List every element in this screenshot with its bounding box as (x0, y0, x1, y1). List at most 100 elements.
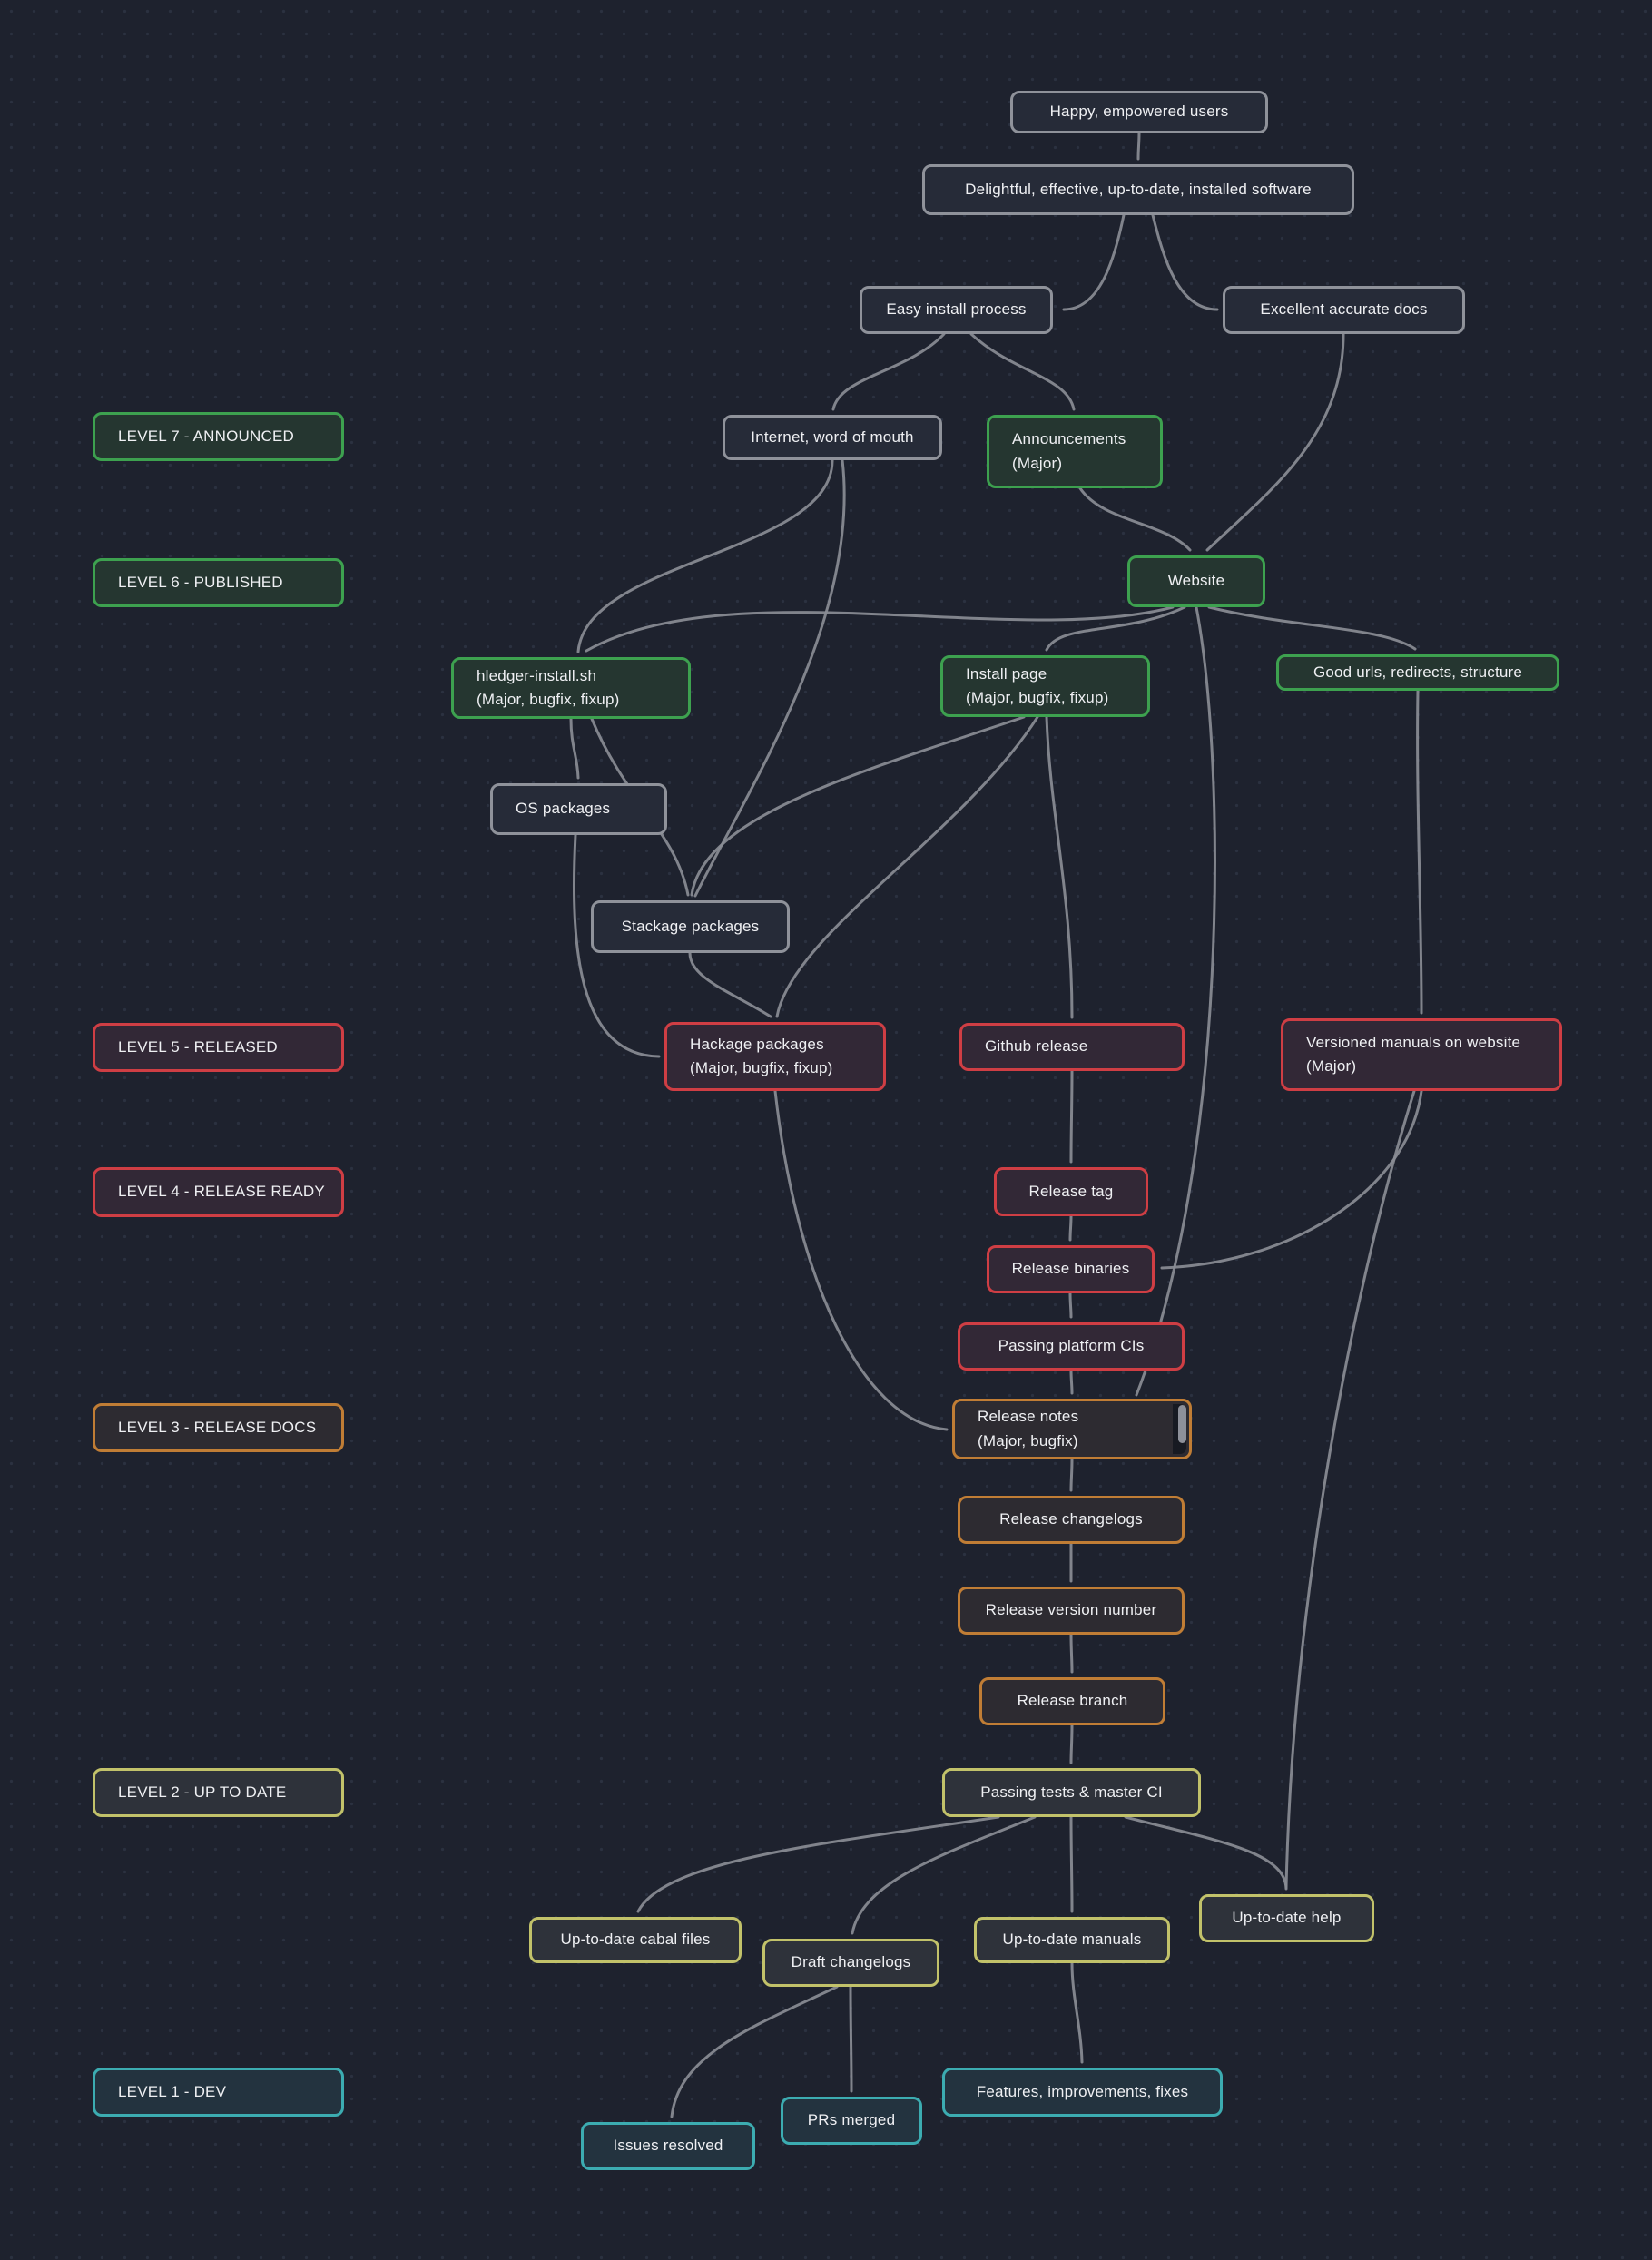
node-up-to-date-cabal-files[interactable]: Up-to-date cabal files (529, 1917, 742, 1963)
node-issues-resolved-label: Issues resolved (613, 2137, 723, 2155)
node-release-branch[interactable]: Release branch (979, 1677, 1165, 1725)
node-issues-resolved[interactable]: Issues resolved (581, 2122, 755, 2170)
node-release-changelogs-label: Release changelogs (999, 1510, 1143, 1528)
edge-website-to-hledger-install-sh (585, 605, 1175, 653)
node-level-7[interactable]: LEVEL 7 - ANNOUNCED (93, 412, 344, 461)
edge-website-to-release-notes (1135, 605, 1216, 1397)
edge-happy-users-to-delightful-software (1136, 131, 1141, 161)
node-level-1-label: LEVEL 1 - DEV (118, 2082, 227, 2100)
edge-versioned-manuals-to-up-to-date-help (1284, 1089, 1416, 1890)
edge-easy-install-process-to-internet-word-of-mouth (831, 332, 946, 411)
node-release-version-number-label: Release version number (985, 1601, 1157, 1619)
node-install-page[interactable]: Install page(Major, bugfix, fixup) (940, 655, 1150, 717)
node-install-page-label: (Major, bugfix, fixup) (966, 689, 1109, 706)
node-features-improvements-fixes[interactable]: Features, improvements, fixes (942, 2068, 1223, 2117)
node-hackage-packages-label: (Major, bugfix, fixup) (690, 1059, 833, 1076)
node-website-label: Website (1167, 572, 1225, 590)
node-easy-install-process-label: Easy install process (886, 300, 1027, 319)
node-hledger-install-sh-label: (Major, bugfix, fixup) (477, 691, 620, 708)
node-level-3[interactable]: LEVEL 3 - RELEASE DOCS (93, 1403, 344, 1452)
node-release-tag-label: Release tag (1028, 1182, 1114, 1200)
node-level-2-label: LEVEL 2 - UP TO DATE (118, 1783, 287, 1801)
node-level-4[interactable]: LEVEL 4 - RELEASE READY (93, 1167, 344, 1217)
edge-versioned-manuals-to-release-binaries (1160, 1089, 1423, 1270)
node-level-2[interactable]: LEVEL 2 - UP TO DATE (93, 1768, 344, 1817)
edge-release-notes-to-release-changelogs (1069, 1458, 1074, 1492)
node-announcements[interactable]: Announcements (Major) (987, 415, 1163, 488)
edge-internet-word-of-mouth-to-hledger-install-sh (576, 458, 834, 653)
node-release-notes[interactable]: Release notes(Major, bugfix) (952, 1399, 1192, 1459)
node-internet-word-of-mouth-label: Internet, word of mouth (751, 427, 914, 446)
node-os-packages-label: OS packages (516, 800, 611, 818)
node-excellent-accurate-docs[interactable]: Excellent accurate docs (1223, 286, 1465, 334)
node-good-urls[interactable]: Good urls, redirects, structure (1276, 654, 1559, 691)
node-level-1[interactable]: LEVEL 1 - DEV (93, 2068, 344, 2117)
node-release-binaries-label: Release binaries (1011, 1260, 1130, 1278)
node-stackage-packages-label: Stackage packages (621, 917, 760, 935)
release-notes-scrollbar-thumb[interactable] (1178, 1405, 1186, 1443)
node-level-7-label: LEVEL 7 - ANNOUNCED (118, 427, 295, 445)
node-hledger-install-sh-label: hledger-install.sh (477, 666, 597, 684)
edge-install-page-to-hackage-packages (775, 715, 1039, 1018)
edge-passing-platform-cis-to-release-notes (1069, 1369, 1074, 1395)
node-happy-users-label: Happy, empowered users (1049, 103, 1229, 121)
node-hackage-packages-label: Hackage packages (690, 1035, 824, 1053)
edge-release-binaries-to-passing-platform-cis (1068, 1292, 1073, 1319)
node-features-improvements-fixes-label: Features, improvements, fixes (976, 2082, 1189, 2100)
node-up-to-date-help[interactable]: Up-to-date help (1199, 1894, 1374, 1942)
node-internet-word-of-mouth[interactable]: Internet, word of mouth (723, 415, 942, 460)
edge-release-tag-to-release-binaries (1068, 1214, 1073, 1242)
node-easy-install-process[interactable]: Easy install process (860, 286, 1053, 334)
node-website[interactable]: Website (1127, 555, 1265, 607)
edge-install-page-to-github-release (1045, 715, 1074, 1019)
node-hackage-packages[interactable]: Hackage packages (Major, bugfix, fixup) (664, 1022, 886, 1091)
edge-github-release-to-release-tag (1069, 1069, 1074, 1164)
edge-hackage-packages-to-release-notes (773, 1089, 949, 1431)
node-prs-merged[interactable]: PRs merged (781, 2097, 922, 2145)
node-level-6[interactable]: LEVEL 6 - PUBLISHED (93, 558, 344, 607)
node-versioned-manuals-label: Versioned manuals on website (1306, 1033, 1521, 1051)
node-release-tag[interactable]: Release tag (994, 1167, 1148, 1216)
node-passing-tests-master-ci[interactable]: Passing tests & master CI (942, 1768, 1201, 1817)
node-excellent-accurate-docs-label: Excellent accurate docs (1260, 300, 1428, 319)
node-draft-changelogs[interactable]: Draft changelogs (762, 1939, 939, 1987)
edge-good-urls-to-versioned-manuals (1416, 689, 1423, 1015)
edge-os-packages-to-hackage-packages (572, 833, 661, 1058)
node-versioned-manuals[interactable]: Versioned manuals on website (Major) (1281, 1018, 1562, 1091)
node-stackage-packages[interactable]: Stackage packages (591, 900, 790, 953)
node-release-version-number[interactable]: Release version number (958, 1587, 1185, 1635)
edge-passing-tests-master-ci-to-up-to-date-cabal-files (636, 1815, 1000, 1913)
edge-delightful-software-to-excellent-accurate-docs (1151, 213, 1219, 311)
edge-hledger-install-sh-to-os-packages (569, 717, 580, 780)
edge-release-branch-to-passing-tests-master-ci (1069, 1724, 1074, 1764)
node-passing-platform-cis[interactable]: Passing platform CIs (958, 1322, 1185, 1371)
node-up-to-date-cabal-files-label: Up-to-date cabal files (560, 1931, 711, 1949)
node-draft-changelogs-label: Draft changelogs (791, 1953, 911, 1971)
node-release-binaries[interactable]: Release binaries (987, 1245, 1155, 1293)
node-level-4-label: LEVEL 4 - RELEASE READY (118, 1183, 325, 1201)
node-happy-users[interactable]: Happy, empowered users (1010, 91, 1268, 133)
node-level-5[interactable]: LEVEL 5 - RELEASED (93, 1023, 344, 1072)
node-github-release[interactable]: Github release (959, 1023, 1185, 1071)
node-release-changelogs[interactable]: Release changelogs (958, 1496, 1185, 1544)
node-good-urls-label: Good urls, redirects, structure (1313, 663, 1523, 681)
edge-passing-tests-master-ci-to-up-to-date-help (1124, 1815, 1288, 1891)
edge-stackage-packages-to-hackage-packages (688, 951, 772, 1018)
edge-passing-tests-master-ci-to-up-to-date-manuals (1069, 1815, 1074, 1913)
edge-draft-changelogs-to-issues-resolved (670, 1985, 839, 2118)
node-os-packages[interactable]: OS packages (490, 783, 667, 835)
node-prs-merged-label: PRs merged (807, 2111, 896, 2129)
node-delightful-software[interactable]: Delightful, effective, up-to-date, insta… (922, 164, 1354, 215)
node-release-branch-label: Release branch (1017, 1692, 1128, 1710)
edge-release-version-number-to-release-branch (1069, 1633, 1074, 1674)
edge-excellent-accurate-docs-to-website (1205, 332, 1345, 552)
node-level-5-label: LEVEL 5 - RELEASED (118, 1037, 278, 1056)
node-announcements-label: (Major) (1012, 454, 1063, 472)
node-announcements-label: Announcements (1012, 430, 1126, 448)
node-up-to-date-manuals[interactable]: Up-to-date manuals (974, 1917, 1170, 1963)
edge-up-to-date-manuals-to-features-improvements-fixes (1070, 1961, 1084, 2064)
node-versioned-manuals-label: (Major) (1306, 1057, 1357, 1075)
node-hledger-install-sh[interactable]: hledger-install.sh (Major, bugfix, fixup) (451, 657, 691, 719)
